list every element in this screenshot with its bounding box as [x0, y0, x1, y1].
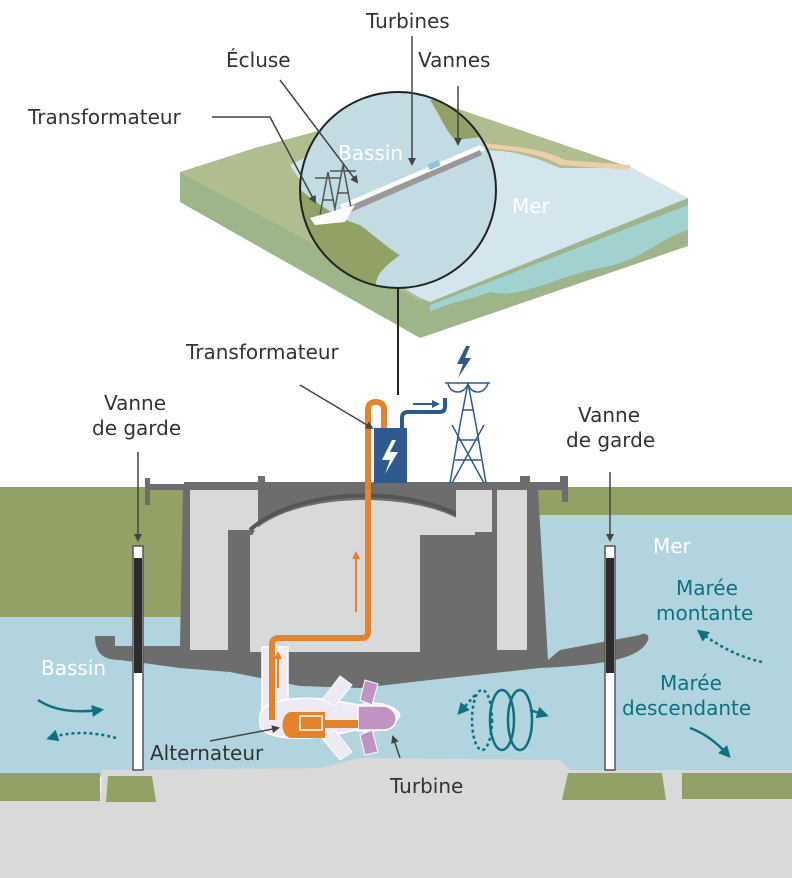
pylon-icon [445, 382, 490, 484]
map-sea-side [430, 205, 688, 312]
label-ecluse: Écluse [226, 48, 291, 72]
map-block [180, 91, 688, 395]
elec-cable [400, 398, 447, 428]
lightning-icon [382, 440, 398, 474]
power-cable [269, 398, 387, 720]
label-turbine: Turbine [389, 774, 463, 798]
label-bassin-section: Bassin [41, 656, 106, 680]
gate-left [132, 545, 144, 771]
map-pylon-icon [315, 164, 356, 216]
swirl-dotted-icon [457, 688, 494, 752]
label-maree-descendante-1: Marée [660, 671, 722, 695]
label-mer-section: Mer [653, 534, 692, 558]
map-block-left-face [180, 172, 420, 338]
land-block-left-2 [106, 776, 156, 802]
swirl-icon [488, 688, 549, 752]
label-vanne-left-1: Vanne [104, 391, 166, 415]
turbine-rotor [357, 705, 397, 731]
alternator-leader-line [209, 725, 280, 742]
label-turbines: Turbines [365, 9, 450, 33]
flow-arrow-rising-tide [696, 629, 763, 664]
gate-leader-lines [134, 452, 614, 542]
label-transformateur-section: Transformateur [185, 340, 340, 364]
label-vannes: Vannes [418, 48, 490, 72]
label-vanne-left-2: de garde [92, 416, 181, 440]
flow-arrow-falling-tide [689, 726, 731, 758]
label-vanne-right-1: Vanne [578, 403, 640, 427]
label-vanne-right-2: de garde [566, 428, 655, 452]
turbine-leader-line [391, 735, 401, 759]
label-maree-montante-1: Marée [676, 576, 738, 600]
land-block-right [562, 773, 666, 800]
label-transformateur-map: Transformateur [27, 105, 182, 129]
land-right [537, 487, 792, 515]
transformer-leader-line [299, 384, 374, 430]
label-bassin-map: Bassin [338, 141, 403, 165]
flow-arrow-bassin-in [37, 698, 104, 717]
pylon-lightning-icon [457, 346, 471, 378]
label-mer-map: Mer [512, 194, 551, 218]
map-leader-lines [212, 36, 462, 204]
gate-right [604, 545, 616, 771]
flow-arrow-bassin-out [46, 729, 117, 742]
label-alternateur: Alternateur [150, 741, 264, 765]
dam-structure [95, 476, 649, 688]
land-block-right-2 [682, 773, 792, 799]
label-maree-descendante-2: descendante [622, 696, 751, 720]
label-maree-montante-2: montante [656, 601, 753, 625]
land-left [0, 487, 183, 617]
land-block-left [0, 773, 100, 801]
